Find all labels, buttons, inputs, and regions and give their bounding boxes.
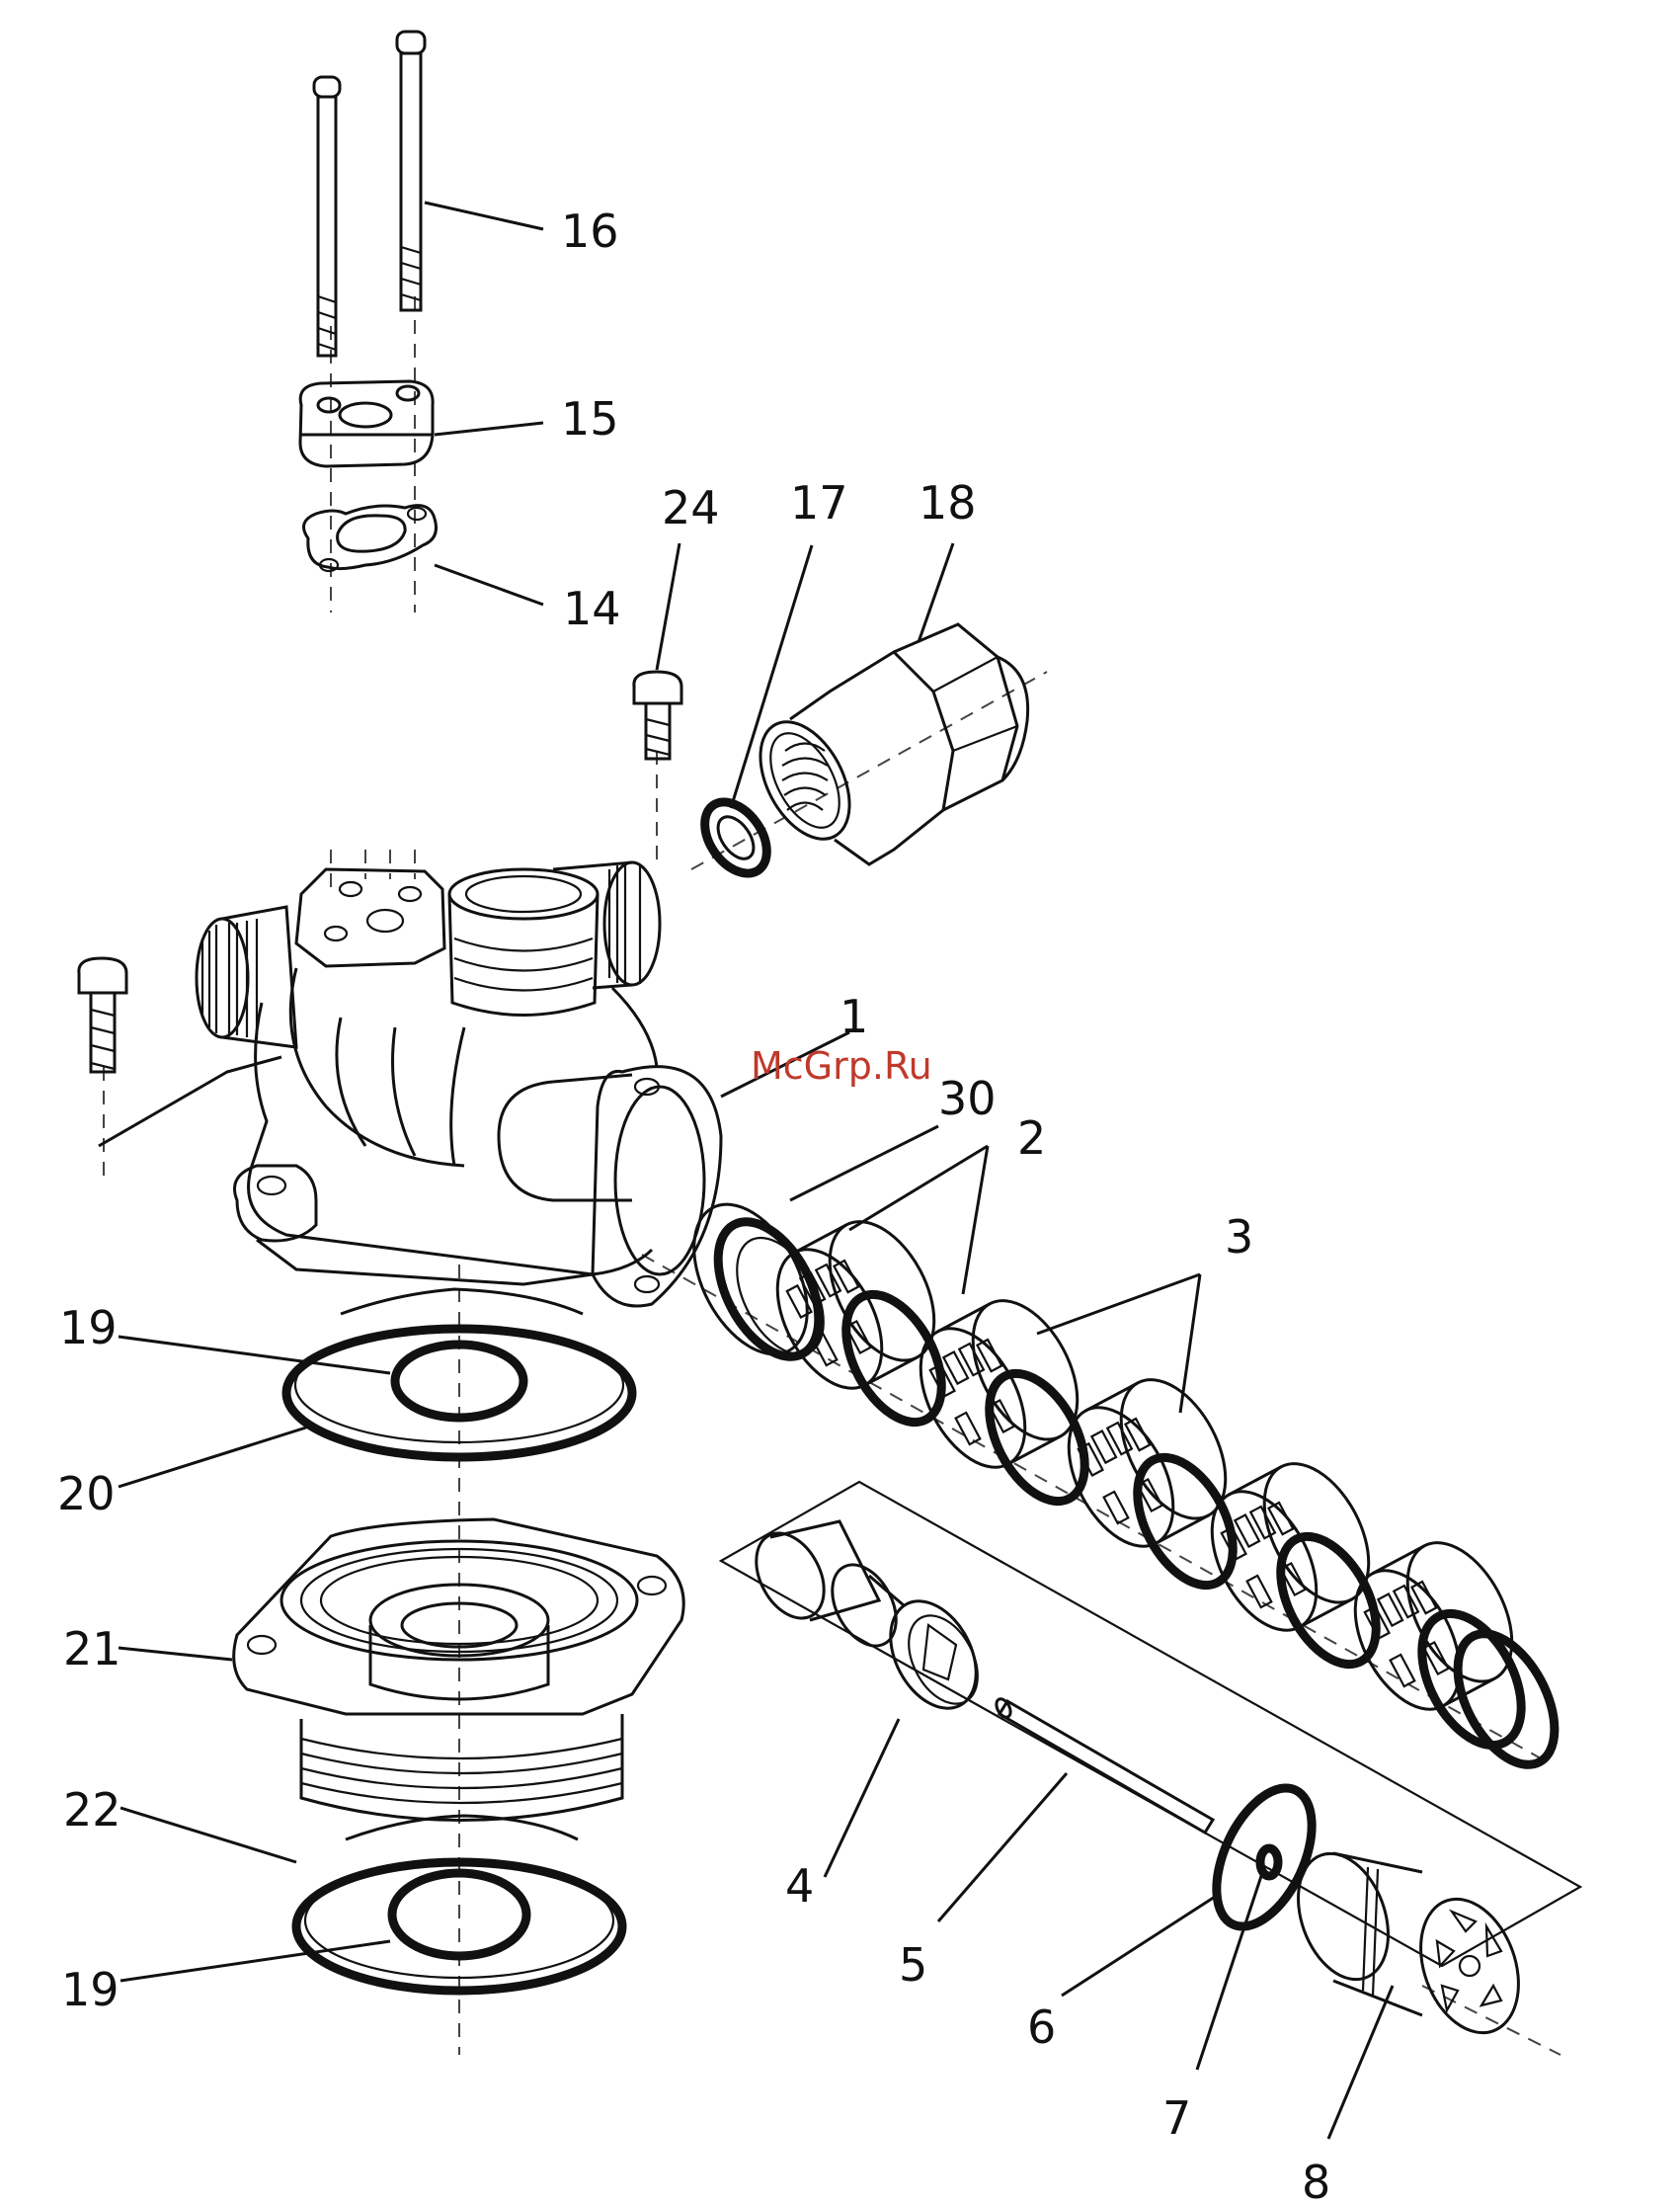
label-1: 1	[840, 990, 868, 1043]
part-17-ring	[692, 790, 779, 884]
label-2: 2	[1017, 1111, 1046, 1165]
part-5-rod	[994, 1696, 1213, 1833]
part-16-long-bolts	[314, 32, 425, 356]
label-17: 17	[790, 476, 848, 530]
part-8-end-plug	[1282, 1841, 1536, 2047]
label-30: 30	[938, 1072, 997, 1125]
body-mounting-bolt	[79, 958, 126, 1072]
part-1-valve-body	[197, 850, 721, 1306]
part-19-upper-oring	[395, 1345, 523, 1418]
label-4: 4	[785, 1859, 814, 1913]
watermark-text: McGrp.Ru	[751, 1044, 932, 1088]
label-20: 20	[57, 1467, 116, 1520]
label-21: 21	[63, 1622, 121, 1675]
label-6: 6	[1027, 2000, 1056, 2054]
leader-lines	[99, 203, 1393, 2139]
label-24: 24	[662, 481, 720, 534]
part-14-gasket	[304, 506, 437, 571]
label-14: 14	[563, 582, 621, 635]
label-18: 18	[919, 476, 977, 530]
label-16: 16	[561, 204, 619, 258]
part-2-seal-rings	[827, 1278, 1542, 1761]
label-19-lower: 19	[61, 1963, 120, 2016]
label-19-upper: 19	[59, 1301, 118, 1354]
part-15-flange-cap	[300, 381, 433, 466]
label-8: 8	[1302, 2156, 1330, 2204]
label-22: 22	[63, 1783, 121, 1837]
label-7: 7	[1162, 2091, 1191, 2145]
label-15: 15	[561, 392, 619, 446]
label-5: 5	[899, 1938, 927, 1992]
part-labels: 16 15 14 24 17 18 1 30 2 3 19 20 21 22 1…	[57, 204, 1330, 2204]
label-3: 3	[1225, 1210, 1253, 1264]
part-18-hex-adapter	[742, 624, 1027, 864]
part-24-bolt	[634, 672, 681, 759]
